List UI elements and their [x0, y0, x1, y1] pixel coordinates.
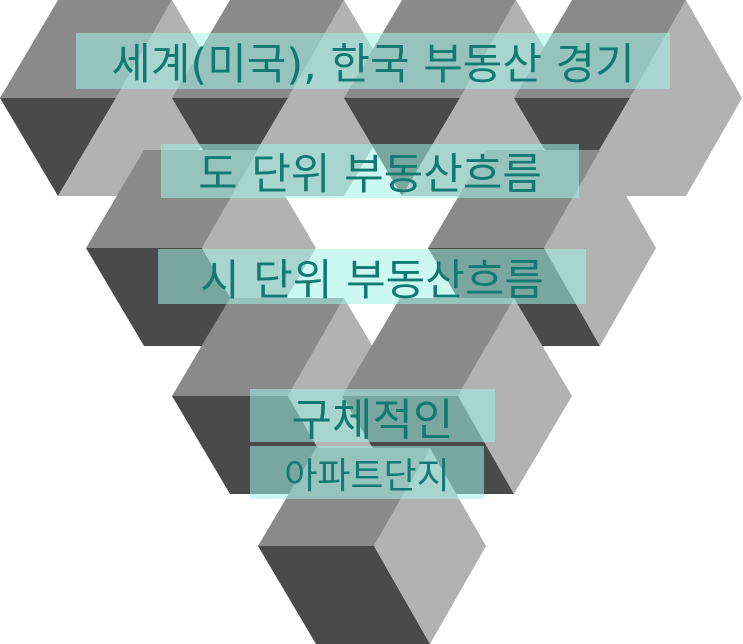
- level-1-label: 세계(미국), 한국 부동산 경기: [76, 33, 670, 90]
- level-2-label: 도 단위 부동산흐름: [161, 144, 579, 200]
- level-3-label: 시 단위 부동산흐름: [158, 249, 586, 306]
- level-5-label: 아파트단지: [250, 446, 484, 499]
- level-4-label: 구체적인: [250, 389, 495, 446]
